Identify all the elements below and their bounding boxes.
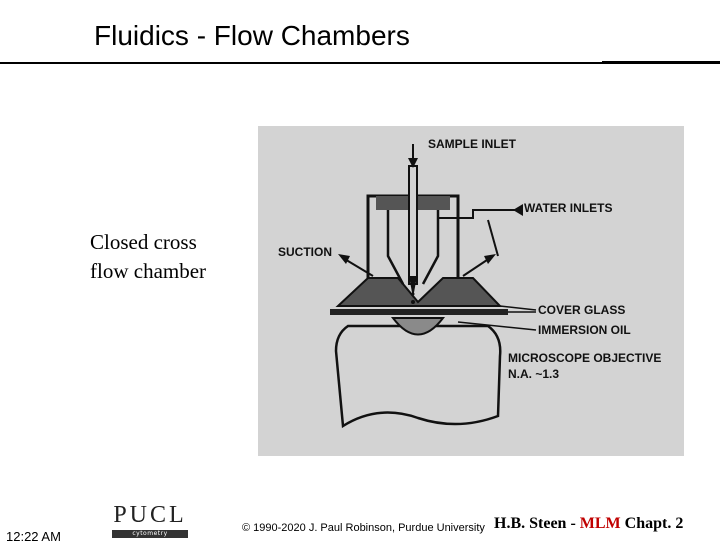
microscope-objective-body <box>334 324 502 429</box>
water-inlet-arrow <box>513 204 523 216</box>
water-channel-left <box>386 210 405 285</box>
sample-needle-tip <box>409 276 417 298</box>
title-divider <box>0 62 720 64</box>
label-suction: SUCTION <box>278 245 332 259</box>
flow-chamber-diagram: SAMPLE INLET WATER INLETS SUCTION COVER … <box>258 126 684 456</box>
chapter-suffix: Chapt. 2 <box>620 515 684 532</box>
label-numerical-aperture: N.A. ~1.3 <box>508 367 559 381</box>
logo-text: PUCL <box>113 502 187 528</box>
sample-inlet-arrow <box>408 158 418 168</box>
label-microscope-objective: MICROSCOPE OBJECTIVE <box>508 351 661 365</box>
slide-time: 12:22 AM <box>6 529 61 544</box>
copyright-notice: © 1990-2020 J. Paul Robinson, Purdue Uni… <box>242 522 485 534</box>
chapter-prefix: H.B. Steen - <box>494 515 580 532</box>
label-sample-inlet: SAMPLE INLET <box>428 137 517 151</box>
caption-line-2: flow chamber <box>90 259 207 283</box>
sample-needle <box>408 165 418 285</box>
water-inlet-arrow-line <box>438 209 520 219</box>
logo-bar <box>112 530 188 538</box>
immersion-oil-drop <box>390 317 446 336</box>
label-water-inlets: WATER INLETS <box>524 201 612 215</box>
cover-glass <box>330 309 508 315</box>
flow-chamber-drawing: SAMPLE INLET WATER INLETS SUCTION COVER … <box>278 137 661 429</box>
title-divider-accent <box>602 61 720 64</box>
chamber-lower-block <box>335 277 503 307</box>
suction-arrow-right <box>484 254 496 264</box>
chapter-highlight: MLM <box>579 515 621 532</box>
label-cover-glass: COVER GLASS <box>538 303 625 317</box>
slide-title: Fluidics - Flow Chambers <box>94 20 410 51</box>
logo-subtext: cytometry laboratories <box>129 530 171 545</box>
label-immersion-oil: IMMERSION OIL <box>538 323 631 337</box>
water-channel-right <box>421 210 440 285</box>
figure-caption: Closed cross flow chamber <box>90 228 206 286</box>
caption-line-1: Closed cross <box>90 230 197 254</box>
pucl-logo: PUCL cytometry laboratories <box>110 500 190 545</box>
chapter-reference: H.B. Steen - MLM Chapt. 2 <box>494 515 683 533</box>
suction-arrow-left <box>338 254 350 264</box>
